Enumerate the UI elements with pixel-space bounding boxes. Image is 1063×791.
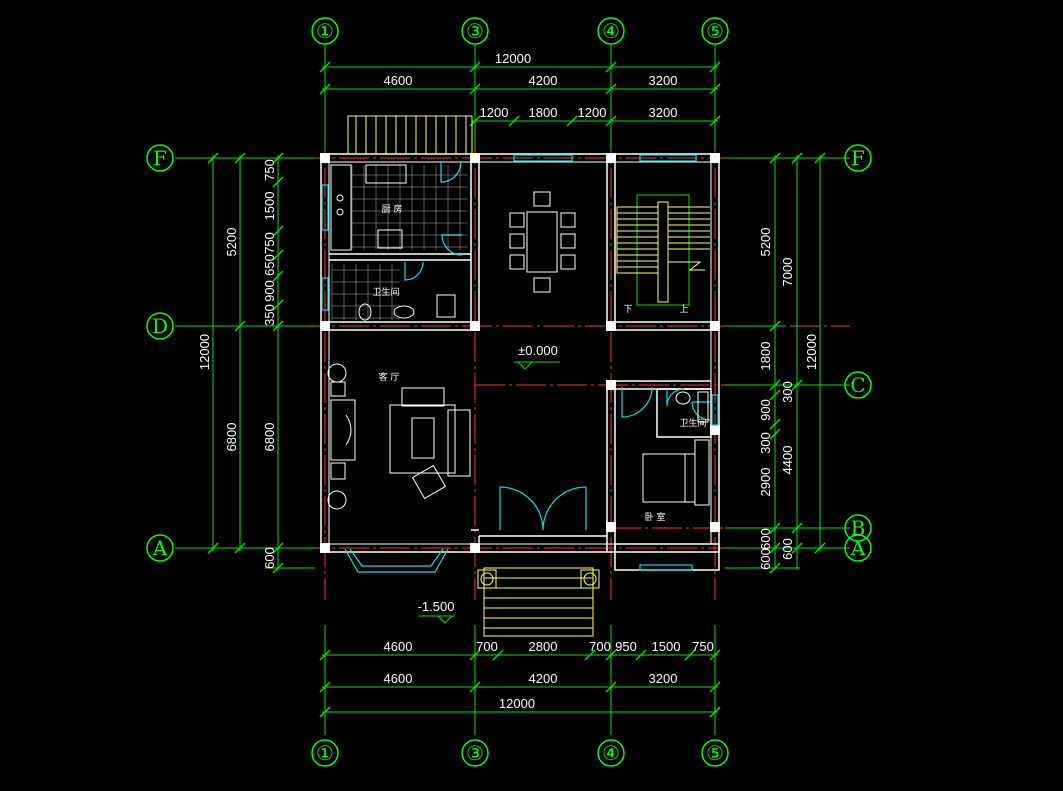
doors	[404, 161, 711, 531]
axis-row-label: D	[152, 314, 168, 338]
dim-left-inner: 6800	[262, 423, 277, 452]
dim-right-total: 12000	[804, 334, 819, 370]
dim-right-mid: 4400	[780, 446, 795, 475]
dim-left-sub: 1500	[262, 192, 277, 221]
dim-right-sub: 5200	[758, 228, 773, 257]
walls	[320, 153, 720, 571]
dim-bottom-sub: 750	[692, 639, 714, 654]
windows	[321, 154, 719, 573]
dim-bottom-sub: 2800	[529, 639, 558, 654]
axis-col-label: ④	[602, 741, 620, 765]
dim-left-sub: 750	[262, 159, 277, 181]
room-label-bathroom: 卫生间	[679, 417, 706, 429]
room-label-bedroom: 卧 室	[645, 511, 666, 523]
dim-bottom-span: 3200	[649, 671, 678, 686]
dim-left-inner: 600	[262, 547, 277, 569]
dim-bottom-sub: 4600	[384, 639, 413, 654]
dim-bottom-sub: 950	[615, 639, 637, 654]
furniture	[327, 164, 710, 510]
room-label-bathroom: 卫生间	[372, 286, 399, 298]
dim-right-sub: 900	[758, 399, 773, 421]
dim-top-total: 12000	[495, 51, 531, 66]
dim-right-sub: 2900	[758, 468, 773, 497]
level-markers	[418, 361, 560, 624]
dim-right-sub: 600	[758, 528, 773, 550]
dim-right-mid: 600	[780, 538, 795, 560]
dim-left-span: 5200	[224, 228, 239, 257]
dim-top-span: 3200	[649, 73, 678, 88]
axis-row-label: A	[850, 536, 866, 560]
dim-top-sub: 1800	[529, 105, 558, 120]
dim-top-sub: 1200	[578, 105, 607, 120]
columns	[320, 153, 720, 553]
axis-row-label: C	[850, 373, 865, 397]
dim-bottom-sub: 1500	[652, 639, 681, 654]
dim-bottom-span: 4600	[384, 671, 413, 686]
axis-row-label: A	[152, 536, 168, 560]
axis-row-label: F	[851, 146, 865, 170]
dim-left-sub: 650	[262, 254, 277, 276]
dim-bottom-sub: 700	[476, 639, 498, 654]
axis-col-label: ③	[466, 19, 484, 43]
dim-right-mid: 7000	[780, 258, 795, 287]
dim-bottom-span: 4200	[529, 671, 558, 686]
stairs	[347, 115, 710, 637]
dim-bottom-total: 12000	[499, 696, 535, 711]
axis-col-label: ⑤	[706, 741, 724, 765]
stair-up-label: 上	[679, 304, 688, 315]
dim-bottom-sub: 700	[589, 639, 611, 654]
tile-grid	[331, 165, 468, 320]
room-label-living: 客 厅	[379, 371, 400, 383]
axis-labels: ① ③ ④ ⑤ ① ③ ④ ⑤ F D A F C B A	[152, 19, 866, 765]
dimension-lines	[175, 45, 850, 735]
dim-right-sub: 1800	[758, 342, 773, 371]
axis-col-label: ①	[316, 19, 334, 43]
dim-right-sub: 300	[758, 432, 773, 454]
dim-left-total: 12000	[197, 334, 212, 370]
dim-left-span: 6800	[224, 423, 239, 452]
dim-top-span: 4200	[529, 73, 558, 88]
dim-right-sub: 600	[758, 548, 773, 570]
axis-row-label: B	[851, 516, 866, 540]
dim-left-sub: 350	[262, 304, 277, 326]
axis-row-label: F	[153, 146, 167, 170]
room-label-kitchen: 厨 房	[382, 203, 403, 215]
dim-left-sub: 750	[262, 232, 277, 254]
axis-col-label: ④	[602, 19, 620, 43]
axis-col-label: ①	[316, 741, 334, 765]
dim-top-sub: 3200	[649, 105, 678, 120]
axis-col-label: ③	[466, 741, 484, 765]
dimension-labels: 12000 4600 4200 3200 1200 1800 1200 3200…	[197, 51, 819, 711]
floor-level-label: ±0.000	[518, 343, 558, 358]
outside-level-label: -1.500	[418, 599, 455, 614]
dim-left-sub: 900	[262, 280, 277, 302]
stair-down-label: 下	[623, 305, 632, 315]
axis-bubbles	[146, 17, 872, 767]
dim-top-sub: 1200	[480, 105, 509, 120]
dimension-ticks	[207, 61, 826, 718]
dim-right-sub: 300	[780, 381, 795, 403]
axis-col-label: ⑤	[706, 19, 724, 43]
dim-top-span: 4600	[384, 73, 413, 88]
